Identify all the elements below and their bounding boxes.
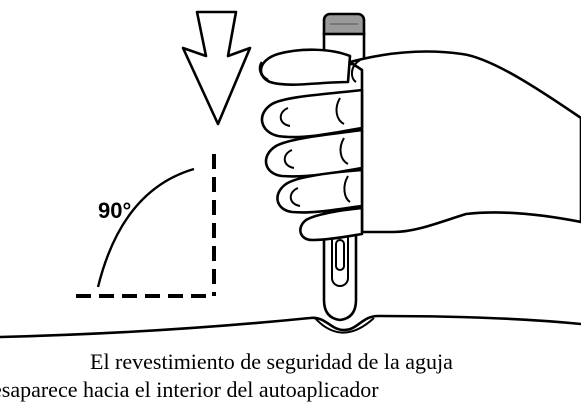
skin-dimple: [313, 316, 375, 334]
caption-line-1: El revestimiento de seguridad de la aguj…: [90, 349, 453, 374]
caption-line-2: esaparece hacia el interior del autoapli…: [0, 377, 379, 402]
skin-surface: [0, 314, 581, 339]
right-angle-marker: [76, 154, 216, 298]
down-arrow-icon: [181, 10, 252, 126]
hand: [258, 48, 581, 242]
angle-arc: [96, 167, 195, 288]
angle-label: 90°: [98, 198, 131, 223]
